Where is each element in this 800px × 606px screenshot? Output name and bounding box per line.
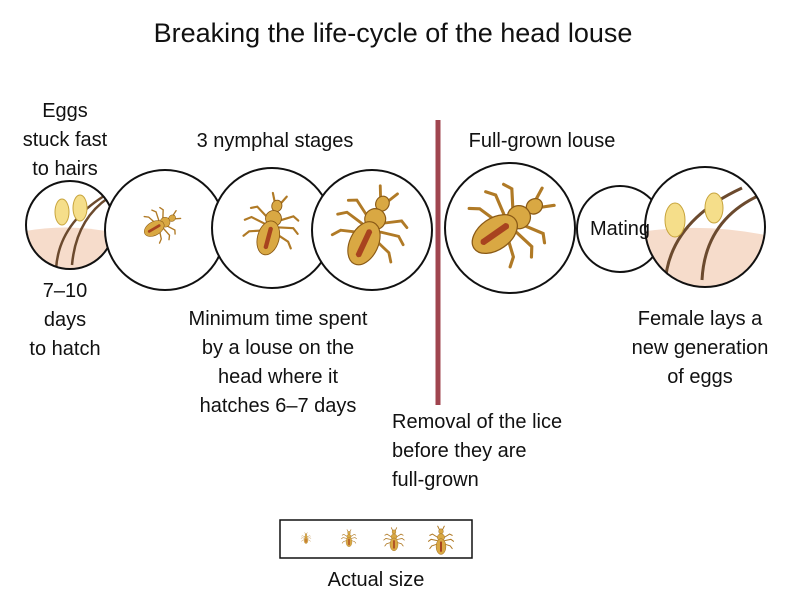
female-lays-label: Female lays a new generation of eggs — [631, 308, 769, 388]
nymph-stage-3-circle — [311, 169, 433, 291]
full-grown-louse-circle — [444, 162, 576, 294]
hatch-time-label: 7–10 days to hatch — [29, 280, 101, 360]
actual-size-label: Actual size — [327, 569, 425, 591]
full-grown-label: Full-grown louse — [468, 130, 616, 152]
nymphal-stages-label: 3 nymphal stages — [196, 130, 354, 152]
actual-size-box — [279, 519, 473, 559]
removal-label: Removal of the lice before they are full… — [392, 411, 563, 491]
eggs-label: Eggs stuck fast to hairs — [22, 100, 108, 180]
minimum-time-label: Minimum time spent by a louse on the hea… — [188, 308, 368, 417]
mating-label: Mating — [589, 218, 651, 240]
nymph-stage-1-circle — [104, 169, 226, 291]
diagram-title: Breaking the life-cycle of the head lous… — [153, 18, 633, 48]
new-eggs-circle — [644, 166, 766, 288]
